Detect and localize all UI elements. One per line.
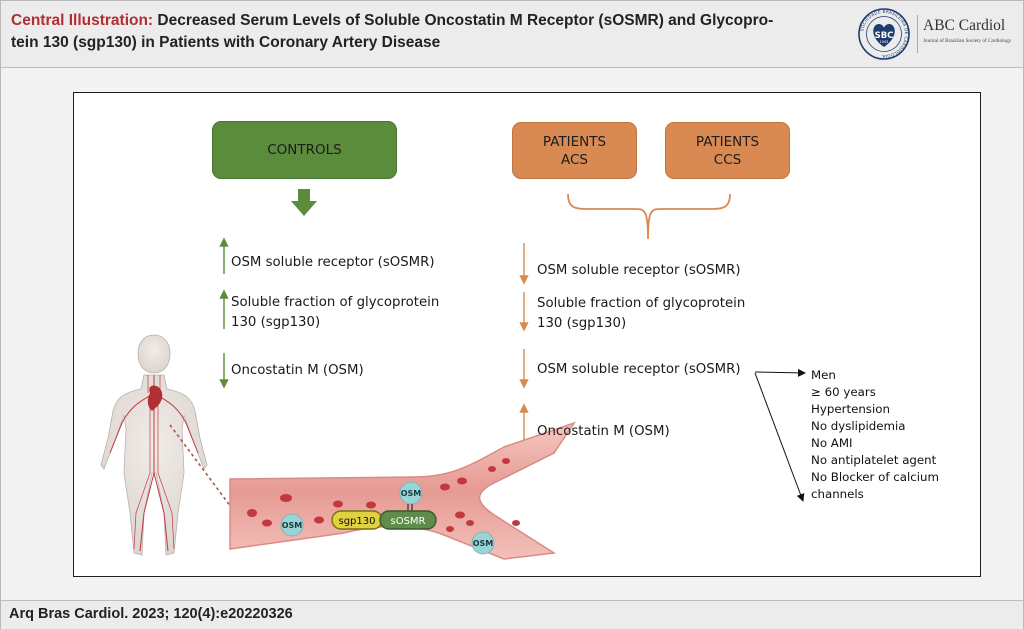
factor-item: No AMI [811,436,853,450]
sbc-text: SBC [875,31,894,41]
osm-label-1: OSM [282,521,303,530]
osm-label-3: OSM [473,539,494,548]
journal-name: ABC Cardiol [923,17,1006,34]
factor-item: channels [811,487,864,501]
blood-vessel-illustration: OSM OSM OSM sgp130 sOSMR [229,421,576,560]
down-arrow-icon [519,275,529,285]
factor-item: Hypertension [811,402,890,416]
controls-box: CONTROLS [212,121,397,179]
citation: Arq Bras Cardiol. 2023; 120(4):e20220326 [9,606,293,622]
patients-arrows [519,243,529,441]
controls-finding-osm: Oncostatin M (OSM) [231,363,364,378]
patients-finding-sosmr: OSM soluble receptor (sOSMR) [537,263,741,278]
down-arrow-icon [519,379,529,389]
footer-bar: Arq Bras Cardiol. 2023; 120(4):e20220326 [1,600,1023,629]
up-arrow-icon [219,289,229,299]
header-bar: Central Illustration: Decreased Serum Le… [1,1,1023,68]
down-arrow-icon [519,322,529,332]
controls-finding-sgp130-line1: Soluble fraction of glycoprotein [231,295,440,310]
title-line-2: tein 130 (sgp130) in Patients with Coron… [11,34,441,51]
human-body-illustration [100,334,208,556]
factor-item: Men [811,368,836,382]
title-line-1: Decreased Serum Levels of Soluble Oncost… [153,12,774,29]
factor-item: No dyslipidemia [811,419,906,433]
sbc-seal-logo: SOCIEDADE BRASILEIRA DE CARDIOLOGIA SBC … [858,8,910,60]
patients-finding-osm: Oncostatin M (OSM) [537,424,670,439]
illustration-title: Central Illustration: Decreased Serum Le… [11,10,841,54]
down-arrow-icon [219,379,229,389]
controls-label: CONTROLS [267,142,342,158]
patients-acs-label-2: ACS [560,151,588,168]
patients-finding-sgp130-line1: Soluble fraction of glycoprotein [537,296,746,311]
controls-finding-sosmr: OSM soluble receptor (sOSMR) [231,255,435,270]
controls-finding-sgp130-line2: 130 (sgp130) [231,315,321,330]
up-arrow-icon [219,237,229,247]
sgp130-label: sgp130 [339,516,376,527]
controls-arrows [219,237,229,389]
patients-finding-sgp130-line2: 130 (sgp130) [537,316,627,331]
patients-finding-sosmr-2: OSM soluble receptor (sOSMR) [537,362,741,377]
sbc-year: 1943 [880,40,889,44]
title-lead: Central Illustration: [11,12,154,29]
factor-item: ≥ 60 years [811,385,876,399]
factor-arrows [754,368,806,502]
sosmr-label: sOSMR [390,516,425,527]
factor-item: No antiplatelet agent [811,453,937,467]
diagram-graphics: OSM OSM OSM sgp130 sOSMR [100,189,806,560]
patients-brace [567,193,731,240]
journal-subtitle: Journal of Brazilian Society of Cardiolo… [923,38,1012,44]
patients-ccs-label-1: PATIENTS [695,133,760,150]
up-arrow-icon [519,403,529,413]
logo-divider [917,15,918,53]
patients-ccs-label-2: CCS [713,151,742,168]
osm-label-2: OSM [401,489,422,498]
journal-logos: SOCIEDADE BRASILEIRA DE CARDIOLOGIA SBC … [857,7,1017,61]
controls-down-arrow [291,189,317,216]
factor-item: No Blocker of calcium [811,470,939,484]
patients-acs-label-1: PATIENTS [542,133,607,150]
